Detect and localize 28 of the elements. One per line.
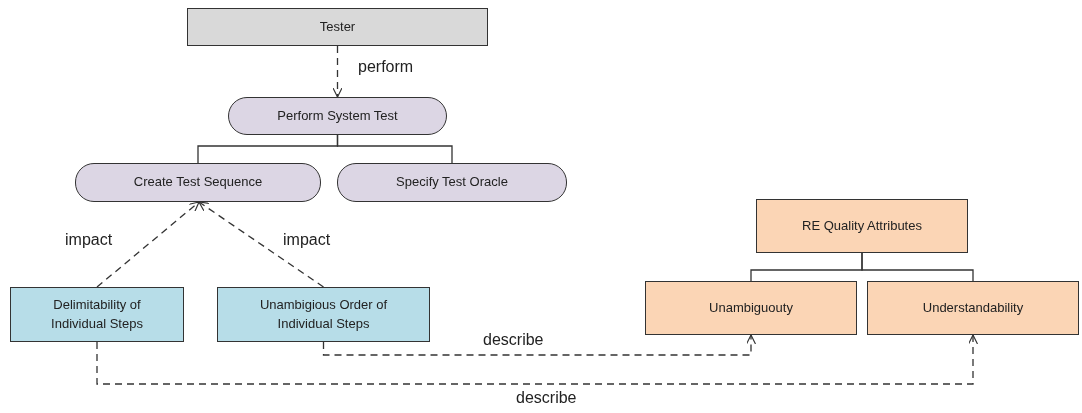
node-label: Understandability xyxy=(922,298,1024,317)
arrow xyxy=(198,201,325,288)
arrow xyxy=(332,45,343,98)
arrow xyxy=(322,334,757,356)
attribute-box xyxy=(756,199,968,253)
node-label: RE Quality Attributes xyxy=(802,216,922,235)
node-label: Delimitability of Individual Steps xyxy=(50,295,144,333)
attribute-box xyxy=(867,281,1079,335)
arrow xyxy=(96,334,979,385)
connector-line xyxy=(861,252,974,282)
factor-box xyxy=(10,287,184,342)
node-label: Create Test Sequence xyxy=(133,173,263,192)
edge-label: impact xyxy=(281,231,333,249)
arrow xyxy=(96,201,200,288)
edge-label: perform xyxy=(356,58,416,76)
attribute-box xyxy=(645,281,857,335)
activity-pill xyxy=(75,163,321,202)
factor-box xyxy=(217,287,430,342)
node-label: Perform System Test xyxy=(277,106,398,125)
actor-box xyxy=(187,8,488,46)
edge-label: impact xyxy=(63,231,115,249)
connector-line xyxy=(336,134,453,164)
node-label: Specify Test Oracle xyxy=(396,173,508,192)
activity-pill xyxy=(337,163,567,202)
node-label: Unambigious Order of Individual Steps xyxy=(258,295,389,333)
node-label: Tester xyxy=(319,17,356,36)
activity-pill xyxy=(228,97,447,135)
node-label: Unambiguouty xyxy=(709,298,793,317)
